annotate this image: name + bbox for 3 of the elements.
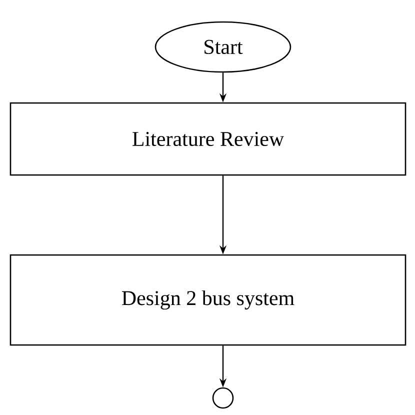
process-box: Literature Review — [10, 102, 406, 176]
connector-circle — [212, 387, 234, 409]
process-box: Design 2 bus system — [10, 254, 406, 346]
